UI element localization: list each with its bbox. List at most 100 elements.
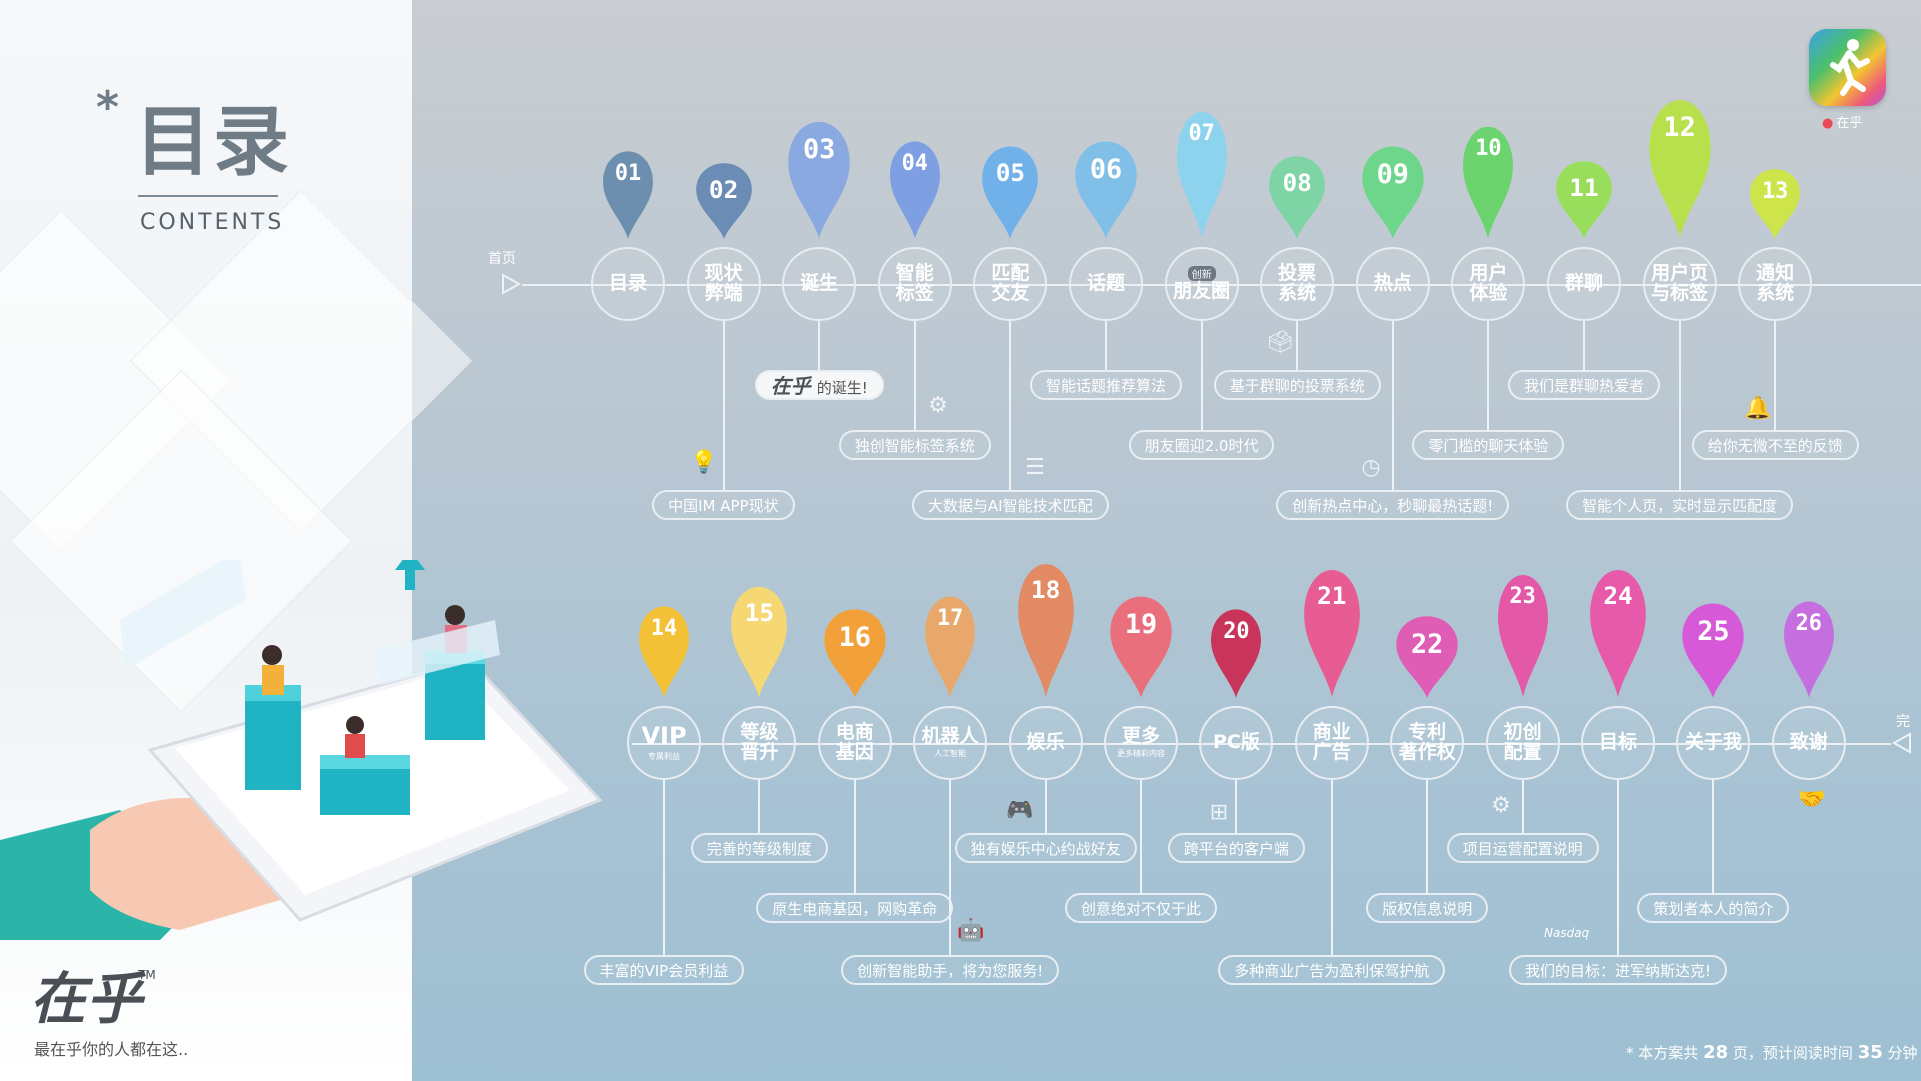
chapter-marker-25[interactable]: 25 xyxy=(1681,602,1745,699)
chapter-node[interactable]: PC版 xyxy=(1199,706,1274,780)
robot-tag-icon: ⚙ xyxy=(928,393,948,418)
chapter-marker-13[interactable]: 13 xyxy=(1749,168,1801,240)
chapter-marker-01[interactable]: 01 xyxy=(602,150,654,240)
lightbulb-icon: 💡 xyxy=(690,450,718,475)
feature-pill-label: 给你无微不至的反馈 xyxy=(1707,437,1843,455)
chapter-subtitle: 更多精彩内容 xyxy=(1117,749,1165,759)
connector-line xyxy=(1200,321,1203,430)
chapter-marker-26[interactable]: 26 xyxy=(1783,600,1835,699)
chapter-marker-08[interactable]: 08 xyxy=(1268,155,1326,240)
feature-pill[interactable]: 零门槛的聊天体验 xyxy=(1412,430,1565,460)
feature-pill[interactable]: 创新智能助手，将为您服务! xyxy=(841,955,1060,985)
map-pin-icon xyxy=(1017,564,1074,697)
feature-pill[interactable]: 创意绝对不仅于此 xyxy=(1065,893,1218,923)
chapter-number: 22 xyxy=(1411,629,1444,661)
chapter-title: 智能 标签 xyxy=(895,262,934,304)
chapter-marker-15[interactable]: 15 xyxy=(730,585,788,699)
chapter-node[interactable]: 热点 xyxy=(1355,247,1430,321)
feature-pill[interactable]: 独有娱乐中心约战好友 xyxy=(954,833,1137,863)
feature-pill[interactable]: 我们是群聊热爱者 xyxy=(1508,370,1661,400)
connector-line xyxy=(1009,321,1012,490)
chapter-node[interactable]: 专利 著作权 xyxy=(1390,706,1465,780)
chapter-marker-19[interactable]: 19 xyxy=(1109,595,1173,699)
map-pin-icon xyxy=(1783,601,1834,698)
chapter-marker-07[interactable]: 07 xyxy=(1176,110,1228,240)
chapter-node[interactable]: 智能 标签 xyxy=(877,247,952,321)
chapter-marker-24[interactable]: 24 xyxy=(1589,568,1647,699)
feature-pill[interactable]: 给你无微不至的反馈 xyxy=(1691,430,1859,460)
chapter-marker-16[interactable]: 16 xyxy=(823,608,887,699)
feature-pill[interactable]: 智能话题推荐算法 xyxy=(1030,370,1183,400)
chapter-title: 通知 系统 xyxy=(1756,262,1795,304)
chapter-marker-23[interactable]: 23 xyxy=(1497,573,1549,699)
gamepad-icon: 🎮 xyxy=(1006,798,1034,823)
chapter-marker-18[interactable]: 18 xyxy=(1017,562,1075,699)
connector-line xyxy=(1235,780,1238,833)
feature-pill-label: 丰富的VIP会员利益 xyxy=(599,962,729,980)
feature-pill[interactable]: 原生电商基因，网购革命 xyxy=(756,893,954,923)
feature-pill-label: 零门槛的聊天体验 xyxy=(1428,437,1549,455)
feature-pill[interactable]: 策划者本人的简介 xyxy=(1637,893,1790,923)
chapter-node[interactable]: 目标 xyxy=(1581,706,1655,780)
chapter-marker-20[interactable]: 20 xyxy=(1210,608,1262,699)
chapter-node[interactable]: 创新朋友圈 xyxy=(1164,247,1239,321)
chapter-node[interactable]: 更多更多精彩内容 xyxy=(1104,706,1178,780)
feature-pill[interactable]: 中国IM APP现状 xyxy=(652,490,795,520)
chapter-node[interactable]: 娱乐 xyxy=(1008,706,1083,780)
chapter-marker-09[interactable]: 09 xyxy=(1361,145,1425,240)
chapter-marker-10[interactable]: 10 xyxy=(1462,125,1514,240)
feature-pill[interactable]: 朋友圈迎2.0时代 xyxy=(1128,430,1275,460)
feature-pill[interactable]: 独创智能标签系统 xyxy=(838,430,991,460)
feature-pill[interactable]: 我们的目标：进军纳斯达克! xyxy=(1509,955,1728,985)
chapter-marker-17[interactable]: 17 xyxy=(924,595,976,699)
chapter-node[interactable]: 致谢 xyxy=(1771,706,1846,780)
chapter-title: 群聊 xyxy=(1564,272,1603,295)
feature-pill[interactable]: 跨平台的客户端 xyxy=(1167,833,1305,863)
chapter-marker-03[interactable]: 03 xyxy=(787,120,851,240)
feature-pill[interactable]: 基于群聊的投票系统 xyxy=(1213,370,1381,400)
feature-pill[interactable]: 智能个人页，实时显示匹配度 xyxy=(1566,490,1794,520)
feature-pill[interactable]: 在乎的诞生! xyxy=(754,370,884,400)
toc-star: * xyxy=(96,82,120,133)
chapter-marker-12[interactable]: 12 xyxy=(1648,98,1712,240)
chapter-node[interactable]: 投票 系统 xyxy=(1260,247,1335,321)
chapter-node[interactable]: 现状 弊端 xyxy=(686,247,761,321)
feature-pill-label: 我们的目标：进军纳斯达克! xyxy=(1525,962,1712,980)
clock-icon: ◷ xyxy=(1361,455,1381,480)
feature-pill[interactable]: 完善的等级制度 xyxy=(690,833,828,863)
feature-pill[interactable]: 版权信息说明 xyxy=(1366,893,1489,923)
feature-pill[interactable]: 大数据与AI智能技术匹配 xyxy=(911,490,1109,520)
feature-pill[interactable]: 创新热点中心，秒聊最热话题! xyxy=(1276,490,1510,520)
chapter-node[interactable]: 诞生 xyxy=(782,247,857,321)
chapter-marker-22[interactable]: 22 xyxy=(1395,615,1459,699)
chapter-marker-02[interactable]: 02 xyxy=(695,162,753,240)
chapter-node[interactable]: 关于我 xyxy=(1676,706,1751,780)
chapter-marker-14[interactable]: 14 xyxy=(638,605,690,699)
chapter-node[interactable]: 群聊 xyxy=(1547,247,1621,321)
chapter-node[interactable]: 电商 基因 xyxy=(817,706,892,780)
chapter-marker-11[interactable]: 11 xyxy=(1555,160,1613,240)
chapter-marker-21[interactable]: 21 xyxy=(1303,568,1361,699)
chapter-marker-05[interactable]: 05 xyxy=(981,145,1039,240)
chapter-node[interactable]: 匹配 交友 xyxy=(973,247,1048,321)
chapter-node[interactable]: 机器人人工智能 xyxy=(913,706,988,780)
feature-pill[interactable]: 项目运营配置说明 xyxy=(1446,833,1599,863)
chapter-node[interactable]: 商业 广告 xyxy=(1294,706,1369,780)
chapter-node[interactable]: 用户页 与标签 xyxy=(1642,247,1717,321)
runner-icon xyxy=(1830,39,1870,96)
chapter-marker-06[interactable]: 06 xyxy=(1074,140,1138,240)
feature-pill[interactable]: 丰富的VIP会员利益 xyxy=(583,955,745,985)
chapter-node[interactable]: 目录 xyxy=(591,247,665,321)
map-pin-icon xyxy=(731,586,788,698)
app-icon[interactable] xyxy=(1809,29,1886,106)
feature-pill[interactable]: 多种商业广告为盈利保驾护航 xyxy=(1218,955,1446,985)
chapter-node[interactable]: 话题 xyxy=(1069,247,1143,321)
chapter-number: 20 xyxy=(1223,619,1250,645)
chapter-node[interactable]: 等级 晋升 xyxy=(722,706,797,780)
chapter-node[interactable]: 通知 系统 xyxy=(1738,247,1813,321)
map-pin-icon xyxy=(1211,609,1262,698)
chapter-marker-04[interactable]: 04 xyxy=(889,140,941,240)
chapter-node[interactable]: 初创 配置 xyxy=(1485,706,1560,780)
chapter-node[interactable]: 用户 体验 xyxy=(1451,247,1526,321)
